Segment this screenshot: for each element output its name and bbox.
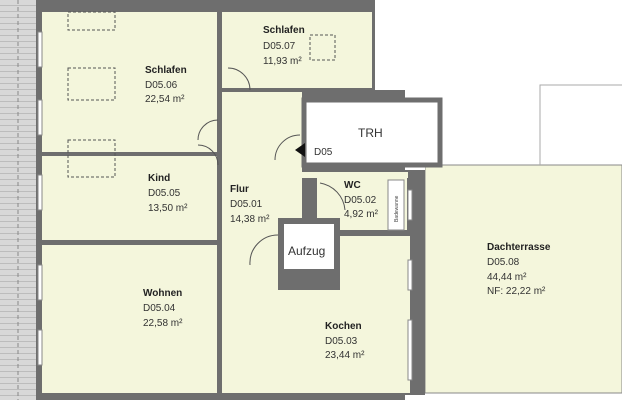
- stairwell-trh: [301, 97, 443, 168]
- terrace-area: [424, 164, 622, 394]
- label-wc: WC D05.02 4,92 m²: [344, 180, 379, 220]
- svg-text:D05.06: D05.06: [145, 80, 178, 91]
- svg-text:11,93 m²: 11,93 m²: [263, 56, 302, 67]
- svg-text:4,92 m²: 4,92 m²: [344, 209, 379, 220]
- svg-text:Dachterrasse: Dachterrasse: [487, 242, 551, 253]
- svg-text:13,50 m²: 13,50 m²: [148, 203, 188, 214]
- bed-outlines: [67, 11, 336, 178]
- door-swings: [197, 67, 346, 266]
- label-elevator: Aufzug: [288, 244, 325, 258]
- svg-text:D05.02: D05.02: [344, 195, 377, 206]
- label-bathtub: Badewanne: [394, 195, 400, 222]
- svg-text:D05.08: D05.08: [487, 257, 520, 268]
- svg-text:Kochen: Kochen: [325, 321, 362, 332]
- label-trh: TRH: [358, 126, 383, 140]
- svg-text:NF: 22,22 m²: NF: 22,22 m²: [487, 286, 546, 297]
- svg-text:Wohnen: Wohnen: [143, 288, 182, 299]
- label-entrance: D05: [314, 147, 333, 158]
- svg-text:WC: WC: [344, 180, 361, 191]
- svg-text:D05.05: D05.05: [148, 188, 181, 199]
- svg-text:22,58 m²: 22,58 m²: [143, 318, 183, 329]
- svg-text:D05.03: D05.03: [325, 336, 358, 347]
- svg-text:D05.04: D05.04: [143, 303, 176, 314]
- room-wohnen: [42, 245, 217, 393]
- windows: [37, 31, 413, 381]
- svg-text:D05.01: D05.01: [230, 199, 263, 210]
- terrace-outline: [539, 84, 622, 165]
- svg-text:44,44 m²: 44,44 m²: [487, 272, 527, 283]
- svg-text:Flur: Flur: [230, 184, 249, 195]
- svg-text:22,54 m²: 22,54 m²: [145, 94, 185, 105]
- svg-text:Kind: Kind: [148, 173, 170, 184]
- room-schlafen-d0507: [222, 12, 372, 88]
- svg-text:14,38 m²: 14,38 m²: [230, 214, 270, 225]
- svg-text:D05.07: D05.07: [263, 41, 296, 52]
- room-schlafen-d0506: [42, 12, 217, 152]
- entrance-marker-icon: [295, 143, 305, 157]
- svg-text:Schlafen: Schlafen: [263, 25, 305, 36]
- room-kind: [42, 156, 217, 240]
- roof-hatch: [0, 0, 40, 400]
- svg-text:Schlafen: Schlafen: [145, 65, 187, 76]
- svg-text:23,44 m²: 23,44 m²: [325, 350, 365, 361]
- bathtub: [387, 179, 405, 231]
